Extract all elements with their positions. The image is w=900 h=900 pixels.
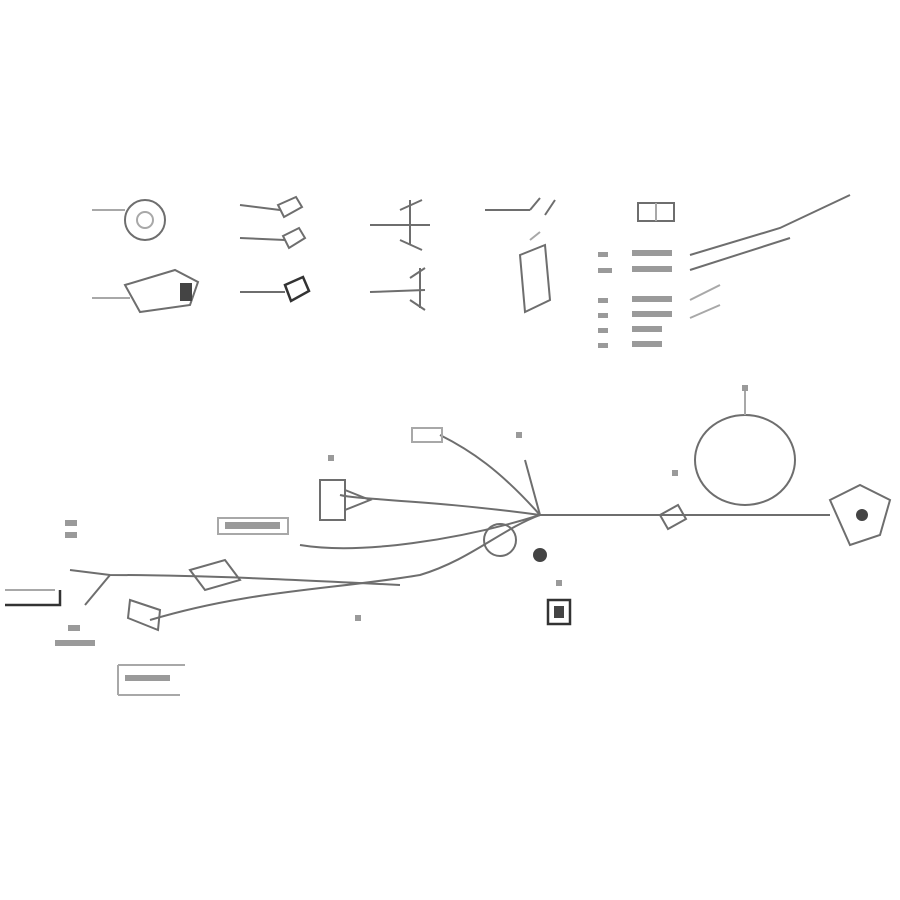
part-connector-round-top-left xyxy=(92,199,166,241)
connector-left-plug xyxy=(319,479,373,521)
legend-table xyxy=(598,194,851,348)
part-bracket xyxy=(518,231,552,314)
part-terminal-2 xyxy=(239,226,307,250)
connector-right-end xyxy=(828,483,892,547)
connector-hub xyxy=(483,523,547,562)
connector-mid-left xyxy=(126,558,242,632)
callout-numbers xyxy=(55,385,748,646)
part-splice-1 xyxy=(370,199,430,251)
label-box-left xyxy=(5,589,62,607)
label-box-center xyxy=(217,517,289,535)
part-clip xyxy=(485,197,556,216)
coil-loop xyxy=(658,390,796,531)
label-box-top xyxy=(411,427,443,443)
label-box-bottom xyxy=(117,664,185,696)
harness-main xyxy=(69,434,830,621)
part-connector-block xyxy=(92,268,200,314)
part-splice-2 xyxy=(369,267,426,311)
part-terminal-3 xyxy=(240,275,311,303)
part-terminal-1 xyxy=(239,195,304,219)
book-icon xyxy=(637,202,675,222)
relay-box xyxy=(546,598,572,626)
